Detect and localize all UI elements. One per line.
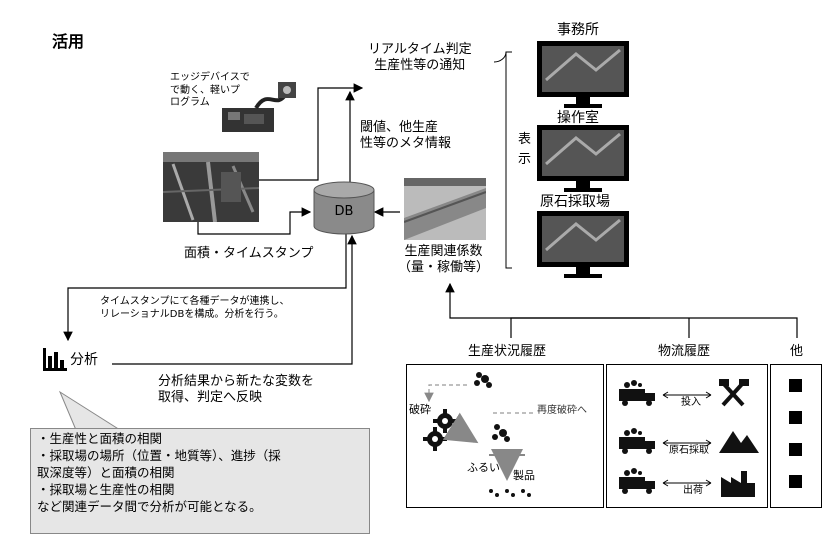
product-label: 製品 xyxy=(513,469,535,482)
monitor-label-quarry: 原石採取場 xyxy=(540,194,610,210)
analysis-callout: ・生産性と面積の相関 ・採取場の場所（位置・地質等）、進捗（採 取深度等）と面積… xyxy=(30,428,370,534)
db-label: DB xyxy=(334,204,354,219)
analysis-label: 分析 xyxy=(70,352,98,368)
page-title: 活用 xyxy=(52,32,85,51)
logistics-row-shipping: 出荷 xyxy=(683,485,703,496)
production-coefficients: 生産関連係数 （量・稼働等） xyxy=(398,244,490,276)
production-history-title: 生産状況履歴 xyxy=(468,344,547,359)
edge-device-caption: エッジデバイスで で動く、軽いプ ログラム xyxy=(170,72,250,108)
analysis-feedback: 分析結果から新たな変数を 取得、判定へ反映 xyxy=(158,374,315,406)
database-cylinder: DB xyxy=(312,180,376,236)
display-label: 表 示 xyxy=(518,132,532,167)
other-item-3 xyxy=(789,443,802,456)
conveyor-photo xyxy=(404,178,486,240)
recrush-label: 再度破砕へ xyxy=(537,405,587,416)
site-photo xyxy=(163,152,259,222)
monitor-label-control-room: 操作室 xyxy=(557,110,599,126)
monitor-office xyxy=(536,40,632,110)
monitor-label-office: 事務所 xyxy=(557,22,599,38)
other-panel xyxy=(770,364,822,508)
threshold-info: 閾値、他生産 性等のメタ情報 xyxy=(360,120,452,152)
area-timestamp-label: 面積・タイムスタンプ xyxy=(184,246,314,261)
logistics-row-ore: 原石採取 xyxy=(669,445,709,456)
monitor-control-room xyxy=(536,124,632,194)
other-title: 他 xyxy=(790,344,804,359)
logistics-history-title: 物流履歴 xyxy=(658,344,711,359)
crush-label: 破砕 xyxy=(409,403,431,416)
logistics-history-panel: 投入 原石採取 出荷 xyxy=(606,364,768,508)
other-item-4 xyxy=(789,475,802,488)
production-history-panel: 破砕 再度破砕へ ふるい 製品 xyxy=(406,364,604,508)
logistics-row-input: 投入 xyxy=(681,397,701,408)
bar-chart-icon xyxy=(42,346,68,372)
timestamp-link-note: タイムスタンプにて各種データが連携し、 リレーショナルDBを構成。分析を行う。 xyxy=(100,296,290,320)
edge-device-image xyxy=(216,78,306,140)
sieve-label: ふるい xyxy=(467,461,500,474)
other-item-2 xyxy=(789,411,802,424)
other-item-1 xyxy=(789,379,802,392)
realtime-notice: リアルタイム判定 生産性等の通知 xyxy=(368,42,472,74)
monitor-quarry xyxy=(536,210,632,280)
